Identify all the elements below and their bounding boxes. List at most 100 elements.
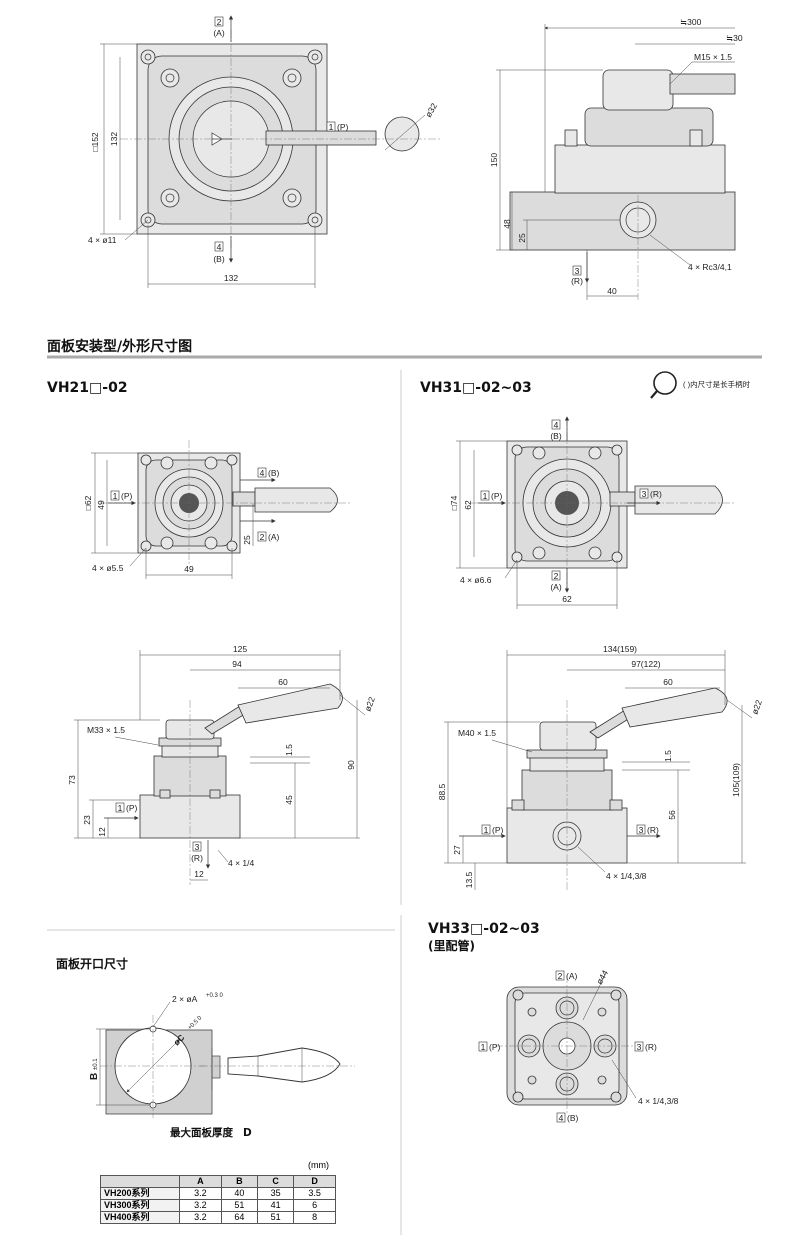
table-cell: 3.2 — [179, 1211, 222, 1224]
top-left-valve-view: 2 (A) 4 (B) 1 (P) □152 132 132 4 × ø11 ø… — [88, 15, 440, 288]
vh21-dim-49h: 49 — [184, 564, 194, 574]
port-1-letter: (P) — [337, 122, 349, 132]
vh31-dim-square: □74 — [449, 495, 459, 510]
corner-bolts — [140, 49, 323, 228]
vh21-dim-thread: M33 × 1.5 — [87, 725, 125, 735]
vh31-port-4-num: 4 — [554, 420, 559, 430]
vh21-side-view: 125 94 60 ø22 M33 × 1.5 1.5 90 45 73 23 … — [67, 644, 377, 885]
dim-knob-32: ø32 — [423, 101, 439, 119]
right-port-3-letter: (R) — [571, 276, 583, 286]
vh21-dim-73: 73 — [67, 775, 77, 785]
vh31-dim-60: 60 — [663, 677, 673, 687]
vh21-dim-94: 94 — [232, 659, 242, 669]
vh21-port-2-letter: (A) — [268, 532, 280, 542]
table-cell: 3.2 — [179, 1187, 222, 1200]
vh31-top-view: 4 (B) 2 (A) 1 (P) 3 (R) □74 62 62 4 × ø6… — [449, 416, 735, 609]
vh33-port-4-num: 4 — [559, 1113, 564, 1123]
table-header-row: A B C D — [100, 1175, 336, 1188]
dim-holes-11: 4 × ø11 — [88, 235, 117, 245]
vh21-dim-1-5: 1.5 — [284, 744, 294, 756]
dim-ports-rc: 4 × Rc3/4,1 — [688, 262, 732, 272]
vh33-port-2-letter: (A) — [566, 971, 578, 981]
vh31-dim-thread: M40 × 1.5 — [458, 728, 496, 738]
cutout-dia-tol: +0.5 0 — [187, 1015, 204, 1032]
dim-150: 150 — [489, 153, 499, 167]
vh33-dim-ports: 4 × 1/4,3/8 — [638, 1096, 679, 1106]
table-header-cell: C — [256, 1175, 295, 1188]
vh31-note-text: ( )内尺寸是长手柄时 — [683, 379, 751, 389]
vh21-title: VH21□-02 — [47, 380, 128, 396]
vh31-port-3-letter: (R) — [650, 489, 662, 499]
table-cell: 8 — [293, 1211, 336, 1224]
magnifier-icon — [653, 371, 677, 395]
vh21-port-4-letter: (B) — [268, 468, 280, 478]
vh33-dim-44: ø44 — [594, 968, 610, 986]
vh31-dim-1-5: 1.5 — [663, 750, 673, 762]
cutout-hole-label: 2 × øA — [172, 994, 198, 1004]
dim-width-132: 132 — [224, 273, 238, 283]
vh21-dim-ports: 4 × 1/4 — [228, 858, 255, 868]
vh21-dim-12h: 12 — [194, 869, 204, 879]
dim-thread-m15: M15 × 1.5 — [694, 52, 732, 62]
series-cell: VH400系列 — [100, 1211, 180, 1224]
table-header-cell: D — [293, 1175, 336, 1188]
right-port-3-num: 3 — [575, 266, 580, 276]
vh21-side-port-3-letter: (R) — [191, 853, 203, 863]
vh21-dim-holes: 4 × ø5.5 — [92, 563, 124, 573]
vh31-dim-134: 134(159) — [603, 644, 637, 654]
table-cell: 64 — [220, 1211, 258, 1224]
table-cell: 6 — [293, 1199, 336, 1212]
vh31-dim-97: 97(122) — [631, 659, 660, 669]
vh21-dim-60: 60 — [278, 677, 288, 687]
port-4-letter: (B) — [213, 254, 225, 264]
dim-height-132: 132 — [109, 132, 119, 146]
vh21-top-view: 1 (P) 4 (B) 2 (A) □62 49 49 25 4 × ø5.5 — [83, 440, 350, 579]
vh21-dim-45: 45 — [284, 795, 294, 805]
vh31-dim-88: 88.5 — [437, 783, 447, 800]
panel-cutout-diagram: B ±0.1 2 × øA +0.3 0 øC +0.5 0 最大面板厚度 D — [89, 993, 355, 1139]
cutout-b-label: B — [89, 1073, 100, 1080]
table-cell: 3.5 — [293, 1187, 336, 1200]
table-header-cell: B — [220, 1175, 258, 1188]
vh31-corner-bolts — [511, 444, 623, 563]
cutout-thickness-letter: D — [243, 1127, 252, 1139]
port-2-num: 2 — [217, 17, 222, 27]
vh31-dim-56: 56 — [667, 810, 677, 820]
table-cell: 51 — [256, 1211, 295, 1224]
vh31-dim-62v: 62 — [463, 500, 473, 510]
vh21-dim-49v: 49 — [96, 500, 106, 510]
vh33-title: VH33□-02~03 — [428, 921, 540, 937]
vh31-note: ( )内尺寸是长手柄时 — [650, 371, 751, 399]
dim-30: ≒30 — [726, 33, 743, 43]
table-cell: 40 — [220, 1187, 258, 1200]
section-title: 面板安装型/外形尺寸图 — [47, 338, 192, 355]
vh21-dim-25: 25 — [242, 535, 252, 545]
vh31-dim-27: 27 — [452, 845, 462, 855]
vh31-side-port-3-letter: (R) — [647, 825, 659, 835]
vh31-side-view: 134(159) 97(122) 60 ø22 M40 × 1.5 1.5 10… — [437, 644, 764, 890]
dim-300: ≒300 — [680, 17, 702, 27]
vh31-port-3-num: 3 — [642, 489, 647, 499]
vh31-port-2-num: 2 — [554, 571, 559, 581]
vh31-port-2-letter: (A) — [550, 582, 562, 592]
table-row: VH200系列 3.2 40 35 3.5 — [100, 1187, 336, 1200]
series-cell: VH200系列 — [100, 1187, 180, 1200]
cutout-thickness-label: 最大面板厚度 — [170, 1126, 233, 1139]
port-4-num: 4 — [217, 242, 222, 252]
vh33-subtitle: (里配管) — [428, 938, 475, 953]
table-header-cell — [100, 1175, 180, 1188]
vh33-port-3-letter: (R) — [645, 1042, 657, 1052]
vh31-port-1-num: 1 — [483, 491, 488, 501]
port-2-letter: (A) — [213, 28, 225, 38]
vh21-side-port-1-num: 1 — [118, 803, 123, 813]
vh21-dim-90: 90 — [346, 760, 356, 770]
table-row: VH400系列 3.2 64 51 8 — [100, 1211, 336, 1224]
table-cell: 35 — [256, 1187, 295, 1200]
dim-48: 48 — [502, 219, 512, 229]
vh21-corner-bolts — [140, 454, 238, 552]
vh31-dim-105: 105(109) — [731, 763, 741, 797]
vh33-port-2-num: 2 — [558, 971, 563, 981]
vh31-port-4-letter: (B) — [550, 431, 562, 441]
table-cell: 51 — [220, 1199, 258, 1212]
